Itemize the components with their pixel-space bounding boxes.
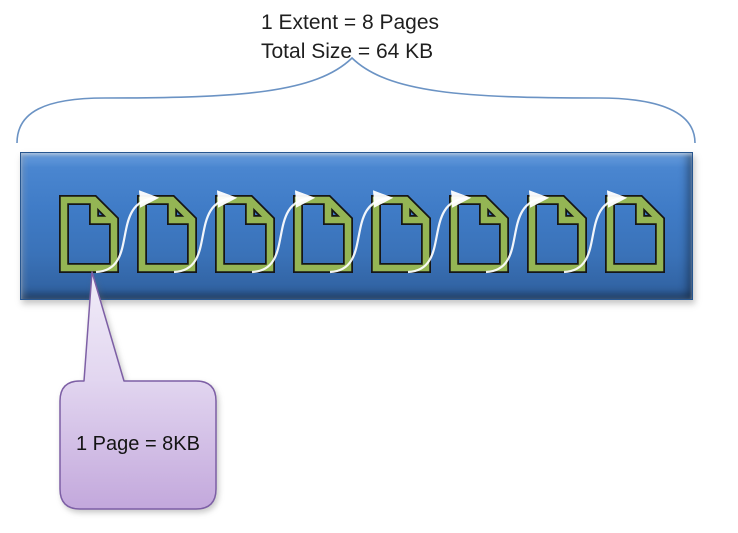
page-icon [371,195,431,273]
page-icon [215,195,275,273]
page-icon [527,195,587,273]
flow-arrow-icon [173,190,238,274]
page-icon [293,195,353,273]
flow-arrow-icon [251,190,316,274]
callout-shape [59,271,217,510]
page-icon [59,195,119,273]
extent-title-line1: 1 Extent = 8 Pages [261,11,440,34]
extent-title-line2: Total Size = 64 KB [261,40,434,63]
flow-arrow-icon [407,190,472,274]
page-icon [137,195,197,273]
flow-arrows-group [95,190,628,274]
flow-arrow-icon [329,190,394,274]
extent-title: 1 Extent = 8 Pages Total Size = 64 KB [261,8,439,66]
flow-arrow-icon [95,190,160,274]
callout-text: 1 Page = 8KB [76,433,200,455]
page-icon [605,195,665,273]
curly-brace-icon [16,56,696,144]
page-icon [449,195,509,273]
flow-arrow-icon [485,190,550,274]
extent-box [20,152,693,300]
flow-arrow-icon [563,190,628,274]
